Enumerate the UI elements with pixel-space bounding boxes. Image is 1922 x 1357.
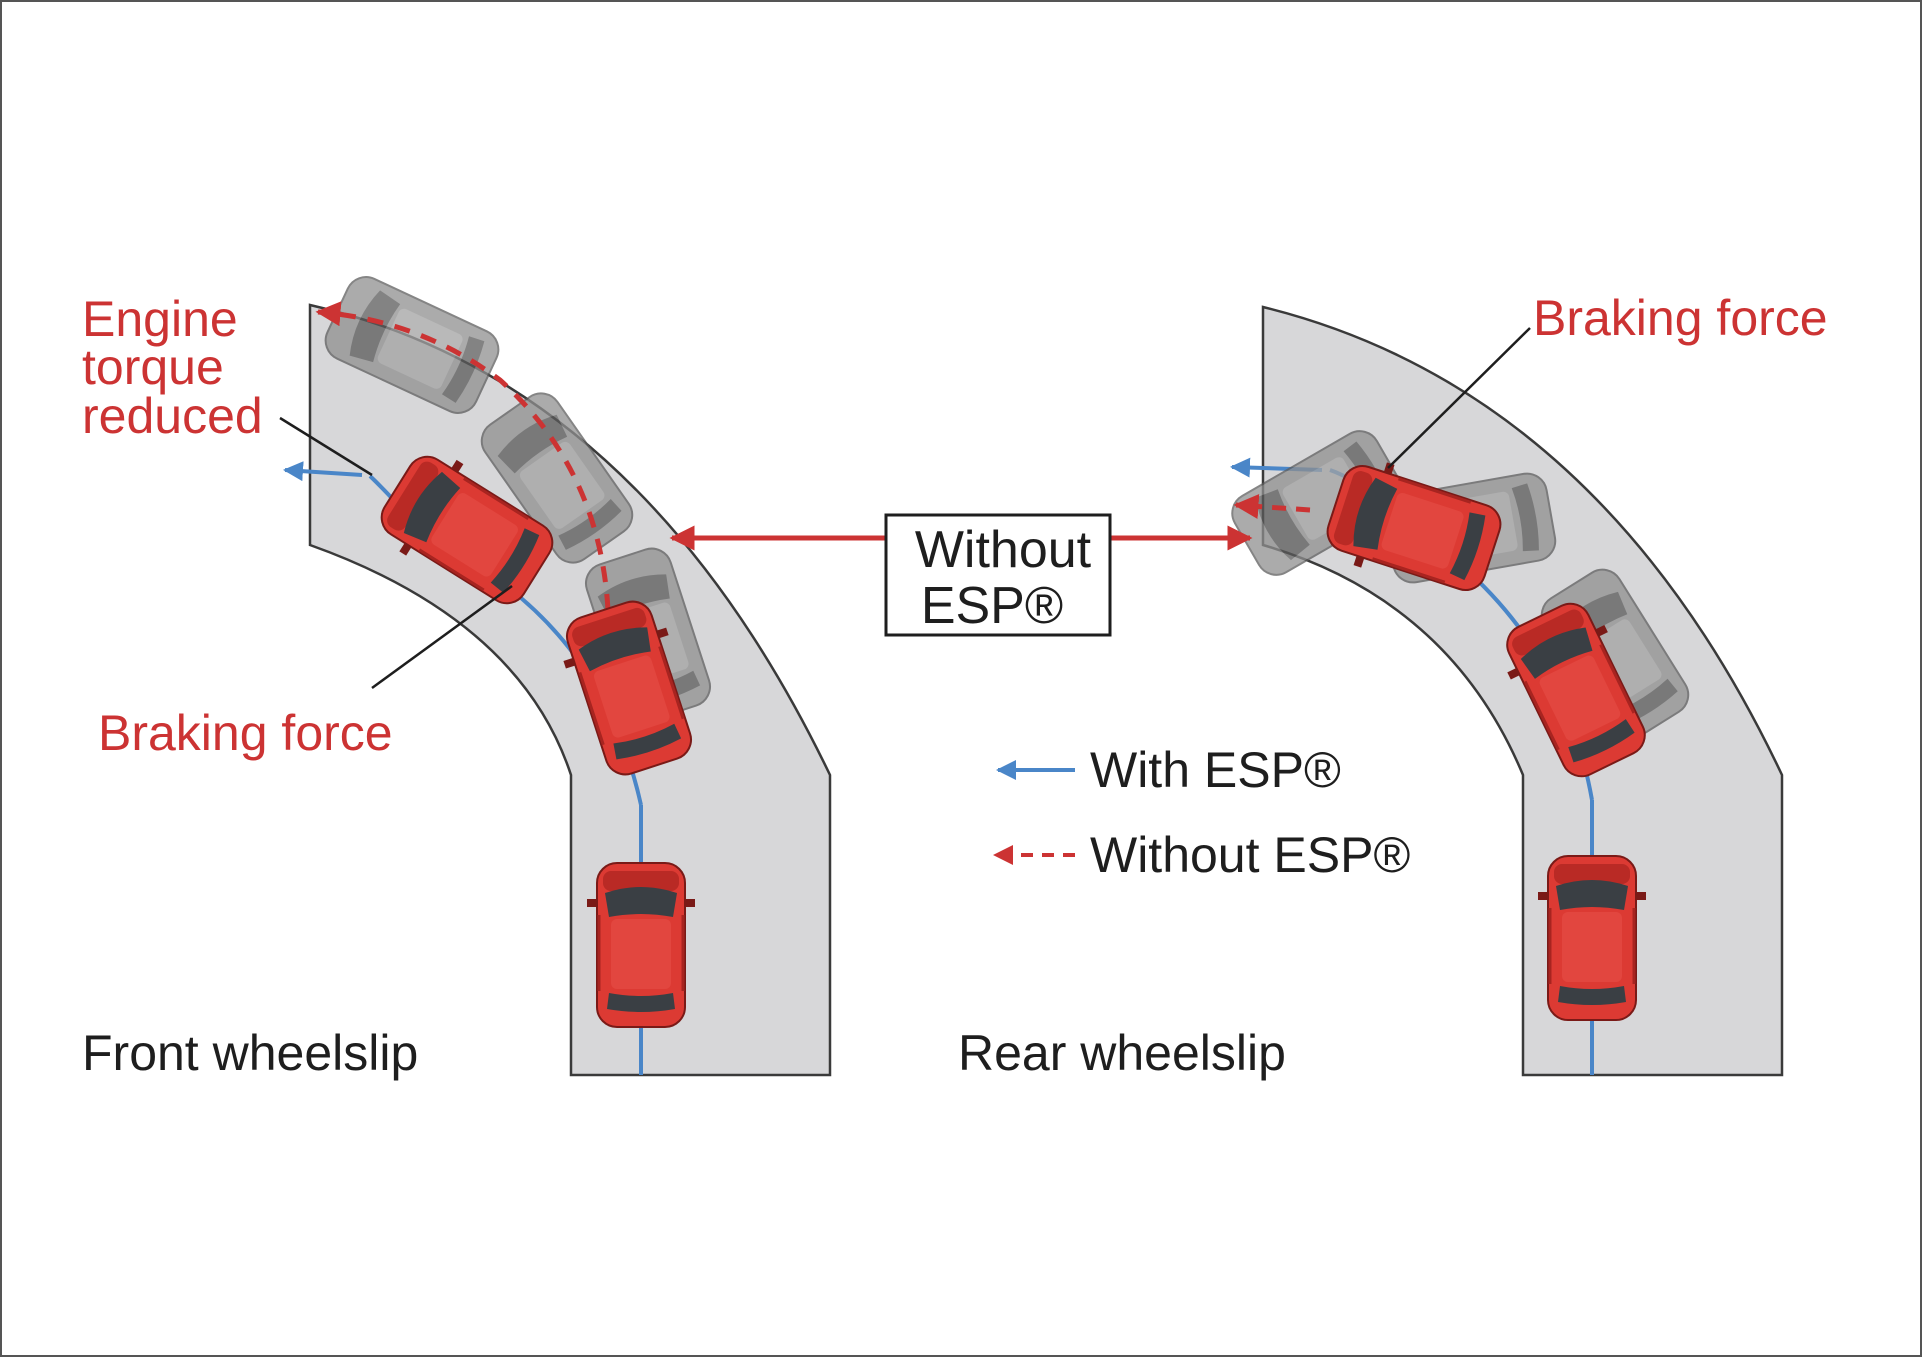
- legend-with-esp-label: With ESP®: [1090, 742, 1341, 798]
- engine-torque-callout-line: [279, 416, 373, 477]
- braking-right-callout-line: [1387, 327, 1531, 469]
- without-box-line2: ESP®: [921, 577, 1063, 635]
- legend-without-esp-label: Without ESP®: [1090, 827, 1410, 883]
- engine-torque-line2: torque: [82, 339, 224, 395]
- right-without-esp-arrow: [1233, 494, 1311, 519]
- without-esp-box: [884, 513, 1112, 637]
- left-with-esp-arrow: [283, 461, 363, 482]
- braking-left-callout-line: [371, 584, 513, 690]
- braking-force-right-label: Braking force: [1533, 290, 1828, 346]
- car-right-straight: [1536, 854, 1648, 1022]
- left-without-esp-path: [315, 301, 611, 611]
- engine-torque-line3: reduced: [82, 388, 263, 444]
- car-left-straight: [585, 861, 697, 1029]
- braking-force-left-label: Braking force: [98, 705, 393, 761]
- without-box-line1: Without: [915, 521, 1092, 579]
- front-wheelslip-caption: Front wheelslip: [82, 1025, 418, 1081]
- rear-wheelslip-caption: Rear wheelslip: [958, 1025, 1286, 1081]
- engine-torque-line1: Engine: [82, 291, 238, 347]
